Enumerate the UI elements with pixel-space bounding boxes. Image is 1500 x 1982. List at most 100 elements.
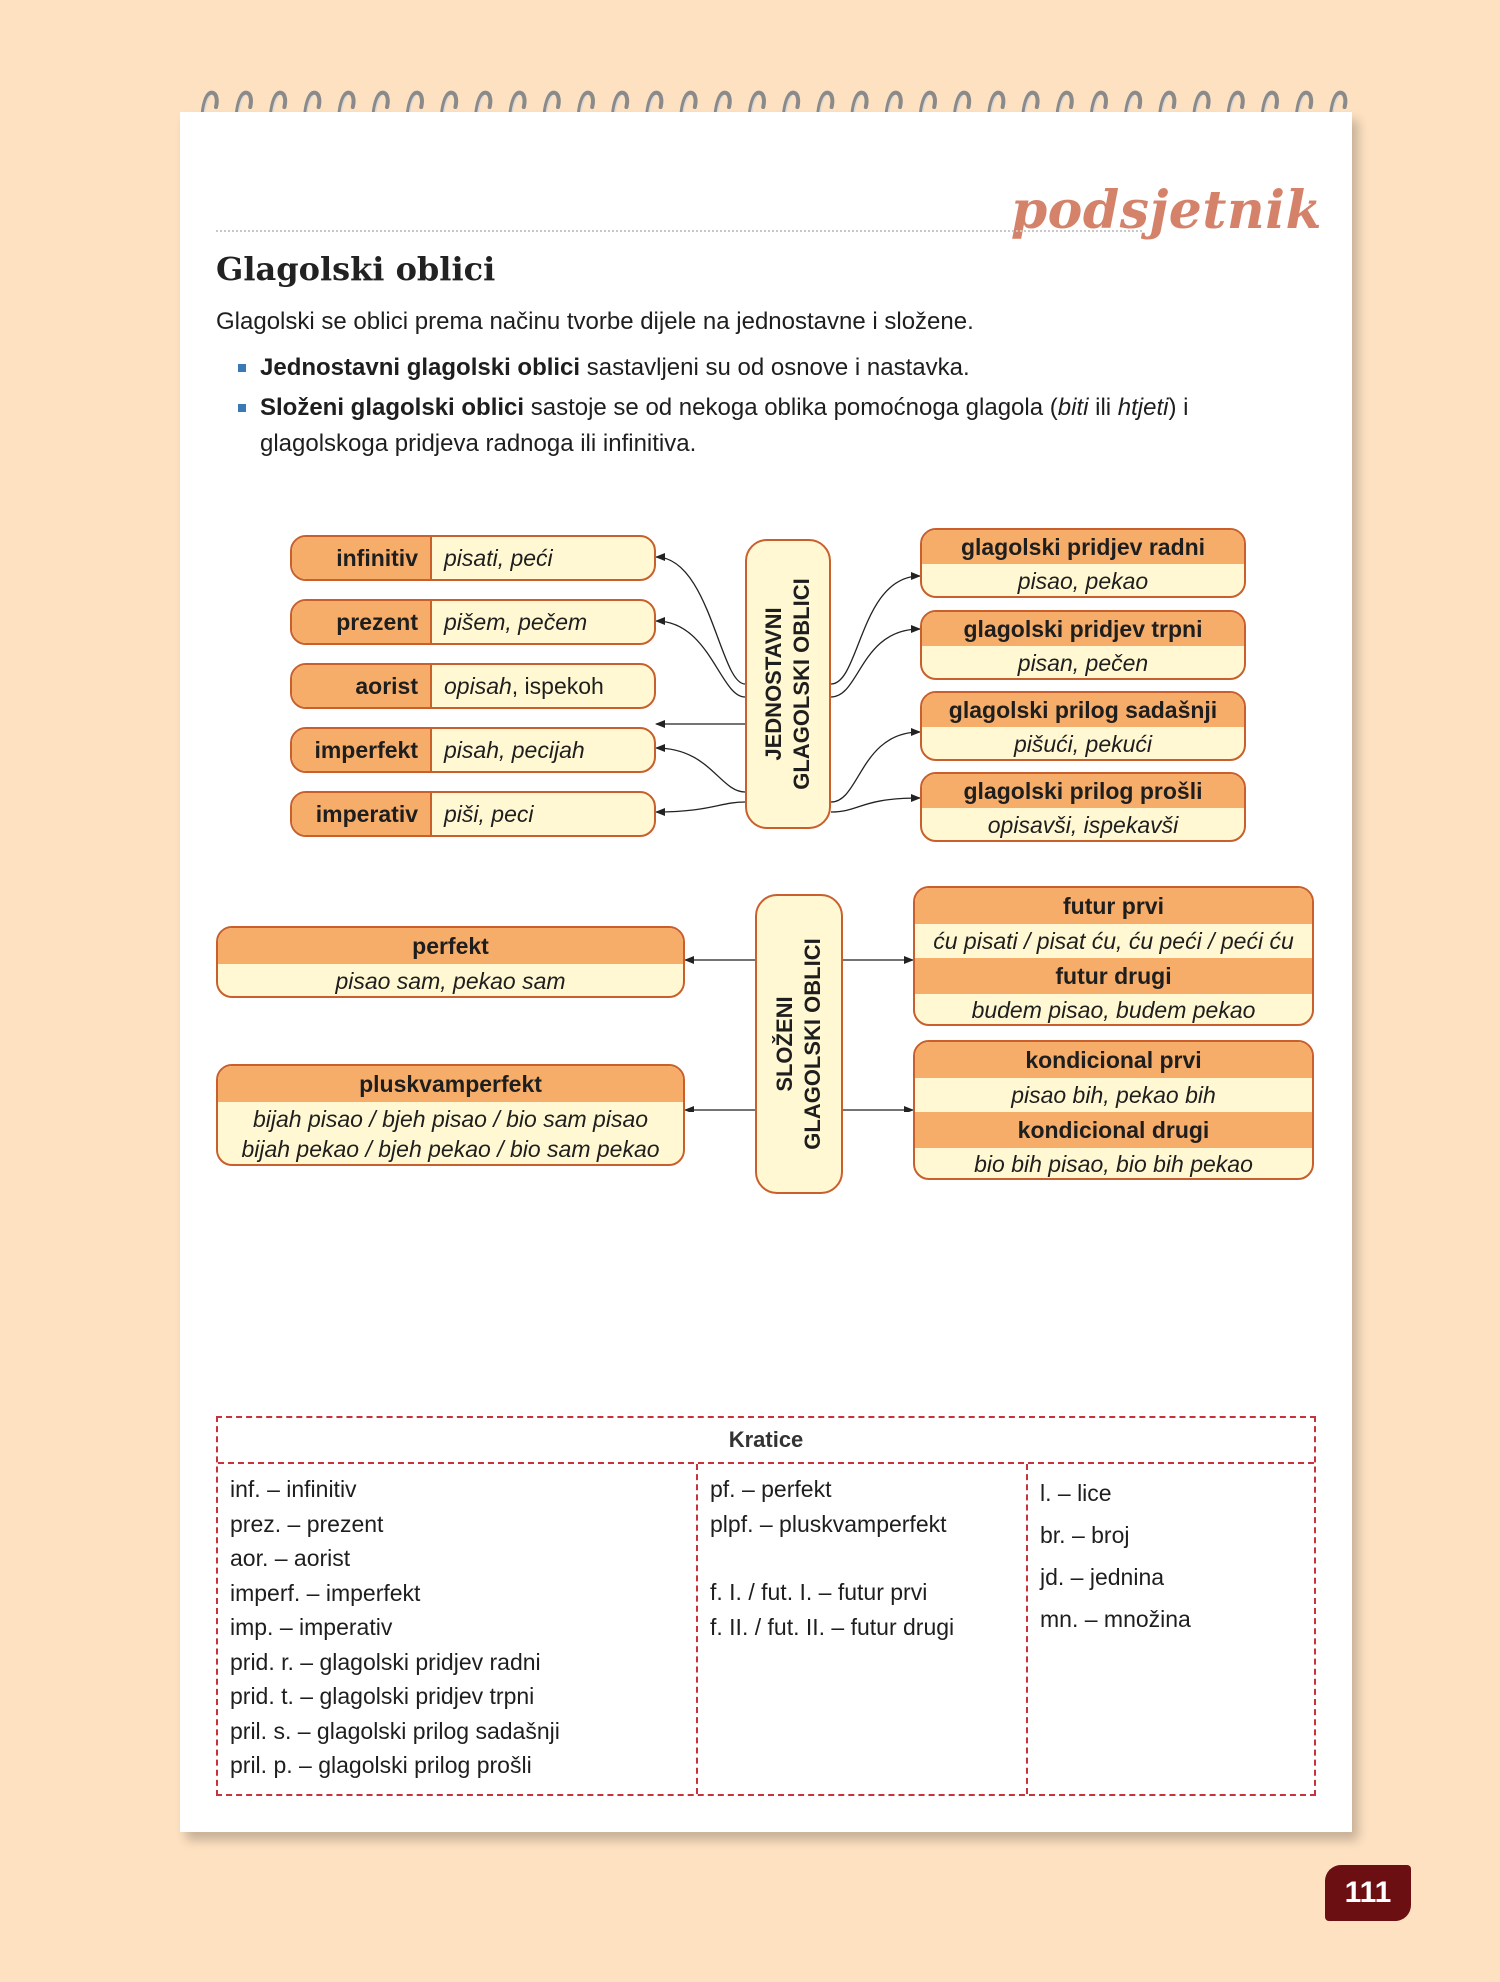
bullet-simple-text: sastavljeni su od osnove i nastavka. bbox=[580, 354, 970, 381]
arrow-to-infinitiv bbox=[655, 553, 746, 685]
complex-forms-center-label: SLOŽENI GLAGOLSKI OBLICI bbox=[771, 938, 827, 1149]
form-label: kondicional drugi bbox=[915, 1112, 1312, 1148]
bullet-complex-text1: sastoje se od nekoga oblika pomoćnoga gl… bbox=[524, 394, 1058, 421]
form-label: kondicional prvi bbox=[915, 1042, 1312, 1078]
form-example-rest: , ispekoh bbox=[511, 672, 604, 699]
arrow-to-prilog-sadasnji bbox=[830, 728, 921, 803]
form-example: opisavši, ispekavši bbox=[987, 812, 1179, 838]
intro-text: Glagolski se oblici prema načinu tvorbe … bbox=[216, 308, 974, 335]
form-pluskvamperfekt: pluskvamperfekt bijah pisao / bjeh pisao… bbox=[216, 1064, 685, 1166]
abbr-item: f. I. / fut. I. – futur prvi bbox=[710, 1579, 928, 1605]
page-title: Glagolski oblici bbox=[216, 250, 496, 288]
form-example-line: bijah pisao / bjeh pisao / bio sam pisao bbox=[252, 1106, 649, 1132]
abbr-item: prid. t. – glagolski pridjev trpni bbox=[230, 1683, 535, 1709]
form-example: pisao sam, pekao sam bbox=[218, 964, 683, 996]
bullet-complex-term: Složeni glagolski oblici bbox=[260, 394, 525, 421]
bullet-simple-term: Jednostavni glagolski oblici bbox=[260, 354, 581, 381]
form-label: glagolski prilog sadašnji bbox=[922, 693, 1244, 727]
diagram-arrows bbox=[655, 553, 921, 1112]
form-perfekt: perfekt pisao sam, pekao sam bbox=[216, 926, 685, 998]
form-aorist: aorist opisah, ispekoh bbox=[290, 663, 656, 709]
abbreviations-title: Kratice bbox=[218, 1418, 1314, 1464]
arrow-to-imperfekt bbox=[655, 744, 746, 793]
form-label: glagolski pridjev radni bbox=[922, 530, 1244, 564]
complex-forms-center: SLOŽENI GLAGOLSKI OBLICI bbox=[755, 894, 843, 1194]
form-label: imperfekt bbox=[292, 729, 432, 771]
abbr-item: f. II. / fut. II. – futur drugi bbox=[710, 1613, 955, 1640]
form-label: prezent bbox=[292, 601, 432, 643]
form-infinitiv: infinitiv pisati, peći bbox=[290, 535, 656, 581]
arrow-to-prezent bbox=[655, 617, 746, 698]
simple-center-line1: JEDNOSTAVNI bbox=[761, 607, 786, 761]
abbr-item: mn. – množina bbox=[1040, 1606, 1191, 1632]
form-prezent: prezent pišem, pečem bbox=[290, 599, 656, 645]
abbr-item: inf. – infinitiv bbox=[230, 1476, 357, 1502]
form-example: pisao, pekao bbox=[1017, 568, 1149, 594]
abbr-item: pf. – perfekt bbox=[710, 1476, 832, 1502]
simple-center-line2: GLAGOLSKI OBLICI bbox=[789, 578, 814, 790]
form-imperativ: imperativ piši, peci bbox=[290, 791, 656, 837]
form-example: budem pisao, budem pekao bbox=[971, 997, 1256, 1023]
abbr-item: l. – lice bbox=[1040, 1480, 1112, 1506]
abbreviations-col-1: inf. – infinitiv prez. – prezent aor. – … bbox=[218, 1464, 696, 1794]
form-futur: futur prvi ću pisati / pisat ću, ću peći… bbox=[913, 886, 1314, 1026]
arrow-to-imperativ bbox=[655, 801, 746, 816]
form-label: infinitiv bbox=[292, 537, 432, 579]
bullet-complex-htjeti: htjeti bbox=[1117, 394, 1169, 421]
form-example-line: bijah pekao / bjeh pekao / bio sam pekao bbox=[241, 1136, 660, 1162]
form-label: aorist bbox=[292, 665, 432, 707]
form-pridjev-trpni: glagolski pridjev trpni pisan, pečen bbox=[920, 610, 1246, 680]
simple-forms-center: JEDNOSTAVNI GLAGOLSKI OBLICI bbox=[745, 539, 831, 829]
form-imperfekt: imperfekt pisah, pecijah bbox=[290, 727, 656, 773]
form-label: glagolski prilog prošli bbox=[922, 774, 1244, 808]
abbr-item: br. – broj bbox=[1040, 1522, 1130, 1548]
form-example: opisah, ispekoh bbox=[432, 665, 604, 707]
bullet-complex-biti: biti bbox=[1057, 394, 1089, 421]
form-example: ću pisati / pisat ću, ću peći / peći ću bbox=[933, 928, 1294, 954]
abbr-item: jd. – jednina bbox=[1040, 1564, 1165, 1590]
bullet-complex-text3: ) i glagolskoga pridjeva radnoga ili inf… bbox=[260, 394, 1189, 457]
abbr-item: pril. p. – glagolski prilog prošli bbox=[230, 1752, 532, 1778]
arrow-to-pridjev-trpni bbox=[830, 625, 921, 698]
page-number: 111 bbox=[1325, 1865, 1411, 1921]
form-example: piši, peci bbox=[444, 800, 534, 827]
form-prilog-sadasnji: glagolski prilog sadašnji pišući, pekući bbox=[920, 691, 1246, 761]
abbr-item: prid. r. – glagolski pridjev radni bbox=[230, 1648, 541, 1675]
notebook-page: podsjetnik Glagolski oblici Glagolski se… bbox=[180, 112, 1352, 1832]
form-label: futur drugi bbox=[915, 958, 1312, 994]
arrow-to-pridjev-radni bbox=[830, 572, 921, 685]
form-label: perfekt bbox=[218, 928, 683, 964]
complex-center-line1: SLOŽENI bbox=[772, 996, 797, 1092]
form-example: pisati, peći bbox=[444, 544, 553, 571]
bullet-simple: Jednostavni glagolski oblici sastavljeni… bbox=[238, 350, 1306, 386]
form-example: bijah pisao / bjeh pisao / bio sam pisao… bbox=[218, 1102, 683, 1164]
form-kondicional: kondicional prvi pisao bih, pekao bih ko… bbox=[913, 1040, 1314, 1180]
form-label: futur prvi bbox=[915, 888, 1312, 924]
abbr-item: plpf. – pluskvamperfekt bbox=[710, 1510, 947, 1537]
form-example: bio bih pisao, bio bih pekao bbox=[974, 1151, 1253, 1177]
form-label: glagolski pridjev trpni bbox=[922, 612, 1244, 646]
form-prilog-prosli: glagolski prilog prošli opisavši, ispeka… bbox=[920, 772, 1246, 842]
form-label: pluskvamperfekt bbox=[218, 1066, 683, 1102]
abbr-item: prez. – prezent bbox=[230, 1510, 384, 1537]
abbr-item: pril. s. – glagolski prilog sadašnji bbox=[230, 1717, 560, 1744]
dotted-divider bbox=[216, 230, 1142, 232]
form-example: pišem, pečem bbox=[444, 608, 588, 635]
form-example: pisah, pecijah bbox=[444, 736, 585, 763]
form-pridjev-radni: glagolski pridjev radni pisao, pekao bbox=[920, 528, 1246, 598]
form-example-line: pisao sam, pekao sam bbox=[335, 968, 566, 994]
abbreviations-col-3: l. – lice br. – broj jd. – jednina mn. –… bbox=[1026, 1464, 1314, 1794]
abbr-item: imperf. – imperfekt bbox=[230, 1579, 421, 1606]
bullet-complex-text2: ili bbox=[1088, 394, 1118, 421]
form-example: pišući, pekući bbox=[1013, 731, 1153, 757]
abbr-item: aor. – aorist bbox=[230, 1545, 351, 1571]
abbr-item: imp. – imperativ bbox=[230, 1614, 393, 1640]
simple-forms-center-label: JEDNOSTAVNI GLAGOLSKI OBLICI bbox=[760, 578, 816, 789]
arrow-to-prilog-prosli bbox=[830, 794, 921, 813]
complex-center-line2: GLAGOLSKI OBLICI bbox=[800, 938, 825, 1150]
form-example: pisan, pečen bbox=[1017, 650, 1149, 676]
form-example: pisao bih, pekao bih bbox=[1011, 1082, 1216, 1108]
abbreviations-table: Kratice inf. – infinitiv prez. – prezent… bbox=[216, 1416, 1316, 1796]
bullet-complex: Složeni glagolski oblici sastoje se od n… bbox=[238, 390, 1306, 462]
bullet-list: Jednostavni glagolski oblici sastavljeni… bbox=[238, 350, 1306, 466]
